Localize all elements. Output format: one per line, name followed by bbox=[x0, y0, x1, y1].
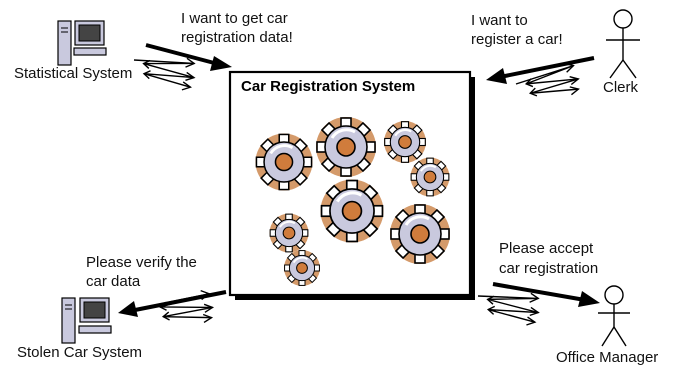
system-title: Car Registration System bbox=[241, 78, 416, 95]
gear-icon bbox=[388, 202, 452, 266]
gear-icon bbox=[314, 115, 378, 179]
statistical-message-line1: I want to get car bbox=[181, 10, 288, 27]
statistical-system-computer-icon bbox=[57, 20, 107, 66]
stolen-car-system-computer-icon bbox=[61, 297, 112, 344]
clerk-message-line1: I want to bbox=[471, 12, 528, 29]
gear-icon bbox=[318, 177, 386, 245]
arrow-system-to-office-manager bbox=[492, 282, 600, 307]
zigzag-connector-icon bbox=[148, 288, 215, 329]
gear-icon bbox=[382, 119, 428, 165]
clerk-message-line2: register a car! bbox=[471, 31, 563, 48]
gear-icon bbox=[268, 212, 310, 254]
office-manager-message-line2: car registration bbox=[499, 260, 599, 277]
gear-icon bbox=[254, 132, 314, 192]
statistical-message-line2: registration data! bbox=[181, 29, 293, 46]
office-manager-stick-figure-icon bbox=[598, 285, 630, 347]
office-manager-label: Office Manager bbox=[556, 349, 659, 366]
gear-icon bbox=[409, 156, 451, 198]
stolen-car-message-line1: Please verify the bbox=[86, 254, 197, 271]
stolen-car-message-line2: car data bbox=[86, 273, 141, 290]
stolen-car-system-label: Stolen Car System bbox=[17, 344, 143, 361]
statistical-system-label: Statistical System bbox=[14, 65, 133, 82]
arrow-system-to-stolen-car bbox=[118, 290, 227, 317]
clerk-stick-figure-icon bbox=[606, 9, 640, 79]
office-manager-message-line1: Please accept bbox=[499, 240, 594, 257]
arrow-clerk-to-system bbox=[486, 56, 595, 84]
clerk-label: Clerk bbox=[603, 79, 639, 96]
gear-icon bbox=[283, 249, 321, 287]
arrow-statistical-to-system bbox=[145, 43, 232, 71]
